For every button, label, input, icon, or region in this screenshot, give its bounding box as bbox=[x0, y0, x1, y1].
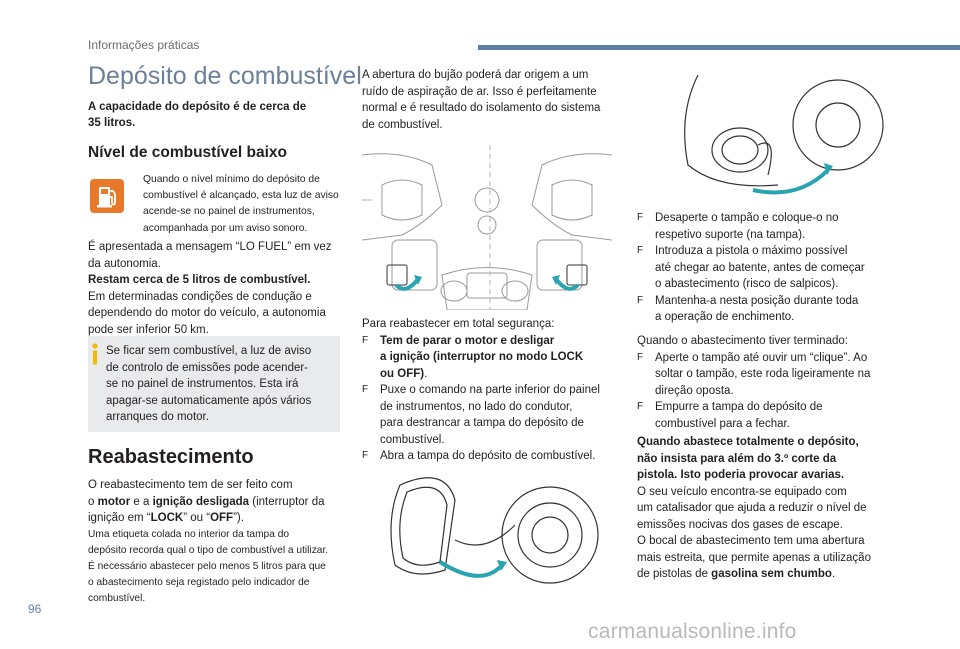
finished-steps: Quando o abastecimento tiver terminado: … bbox=[637, 335, 871, 430]
low-fuel-heading: Nível de combustível baixo bbox=[88, 144, 287, 161]
refuel-paragraph: O reabastecimento tem de ser feito com o… bbox=[88, 479, 325, 524]
intro-paragraph: A abertura do bujão poderá dar origem a … bbox=[362, 69, 601, 131]
lofuel-paragraph: É apresentada a mensagem “LO FUEL” em ve… bbox=[88, 241, 332, 336]
info-box bbox=[88, 336, 340, 432]
page-number: 96 bbox=[28, 602, 42, 616]
section-header: Informações práticas bbox=[88, 38, 200, 52]
refuel-heading: Reabastecimento bbox=[88, 446, 254, 468]
fuel-pump-icon bbox=[90, 179, 124, 213]
header-bar bbox=[478, 45, 960, 50]
fuel-cap-illustration bbox=[684, 75, 884, 195]
label-note: Uma etiqueta colada no interior da tampa… bbox=[88, 529, 329, 604]
info-icon bbox=[92, 343, 98, 365]
low-fuel-text: Quando o nível mínimo do depósito de com… bbox=[143, 174, 339, 234]
page-title: Depósito de combustível bbox=[88, 62, 362, 90]
cap-steps: F Desaperte o tampão e coloque-o no resp… bbox=[637, 212, 865, 323]
fuel-door-illustration bbox=[390, 477, 599, 584]
capacity-text: A capacidade do depósito é de cerca de 3… bbox=[88, 101, 307, 129]
dashboard-illustration bbox=[362, 145, 612, 310]
watermark: carmanualsonline.info bbox=[588, 620, 797, 643]
safety-steps: Para reabastecer em total segurança: F T… bbox=[362, 318, 600, 462]
warning-paragraph: Quando abastece totalmente o depósito, n… bbox=[637, 436, 871, 580]
info-text: Se ficar sem combustível, a luz de aviso… bbox=[106, 345, 312, 423]
